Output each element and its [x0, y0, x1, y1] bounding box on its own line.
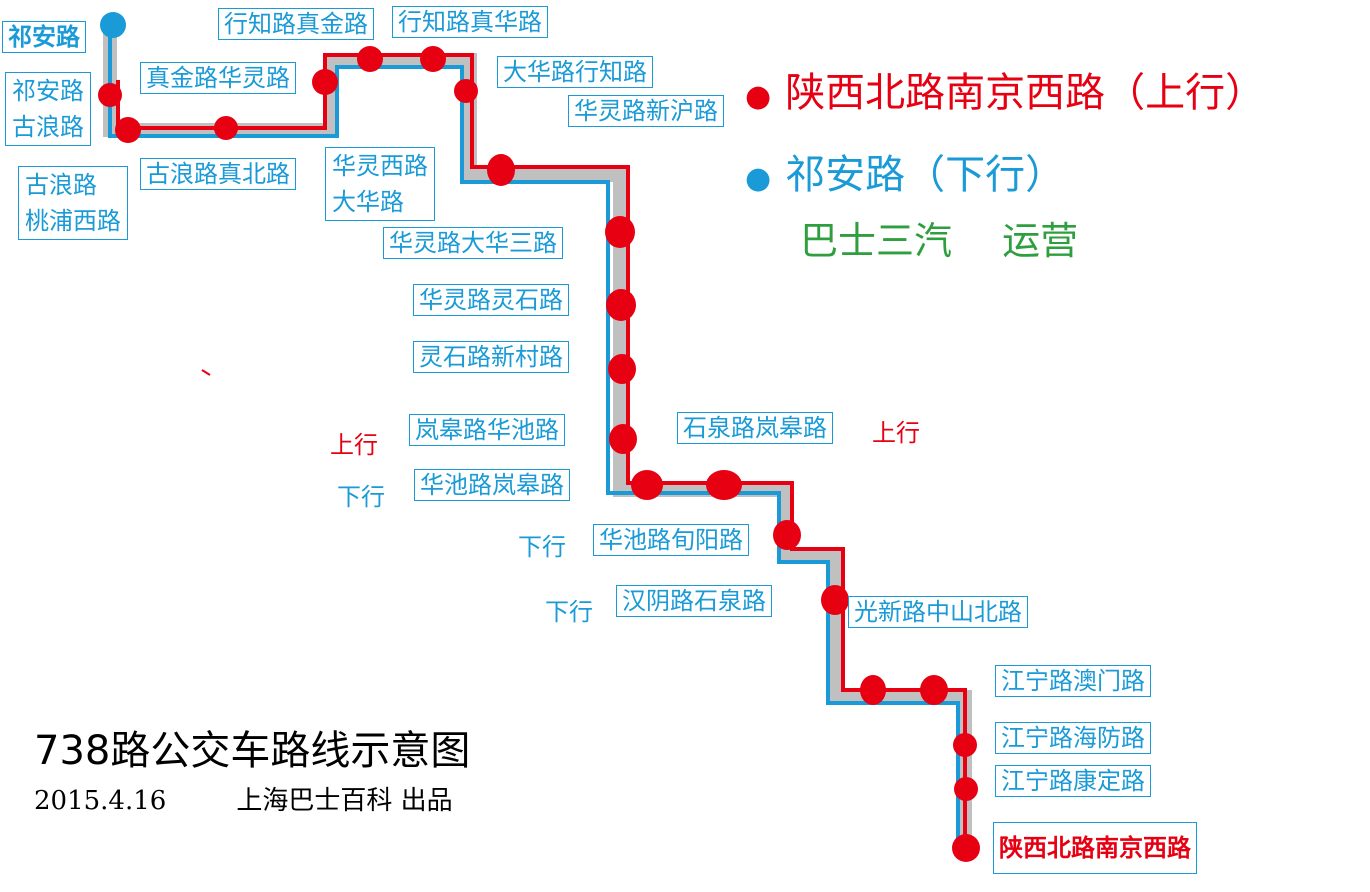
stop-label-line: 古浪路: [25, 171, 97, 199]
stop-marker: [606, 289, 636, 321]
operator-label: 巴士三汽 运营: [800, 219, 1079, 263]
stop-label: 汉阴路石泉路: [616, 585, 772, 617]
stop-marker: [420, 46, 446, 72]
stop-label: 古浪路 桃浦西路: [18, 166, 128, 240]
stop-label: 古浪路真北路: [140, 158, 296, 190]
legend-up-label: 陕西北路南京西路（上行）: [785, 70, 1266, 116]
map-title: 738路公交车路线示意图: [34, 728, 471, 774]
stop-label: 华池路岚皋路: [414, 469, 570, 501]
stop-marker: [920, 675, 948, 705]
stop-label: 华灵路新沪路: [568, 95, 724, 127]
stop-marker: [214, 116, 238, 140]
stop-marker: [954, 777, 978, 801]
legend-down-label: 祁安路（下行）: [785, 152, 1066, 198]
stop-label: 华灵西路 大华路: [325, 147, 435, 221]
stop-marker: [860, 675, 886, 705]
stop-label: 江宁路海防路: [995, 722, 1151, 754]
direction-mark-down: 下行: [337, 483, 385, 511]
stop-label: 祁安路 古浪路: [5, 72, 91, 146]
stop-label: 真金路华灵路: [140, 62, 296, 94]
stop-marker: [312, 69, 338, 95]
stop-marker: [953, 733, 977, 757]
legend-up: ● 陕西北路南京西路（上行）: [745, 60, 1265, 118]
map-credit: 2015.4.16 上海巴士百科 出品: [34, 780, 523, 817]
up-line: [116, 53, 967, 850]
stop-marker: [773, 520, 801, 550]
stop-marker: [608, 354, 636, 384]
stop-marker: [357, 46, 383, 72]
stop-marker: [952, 834, 980, 862]
stop-marker: [98, 83, 122, 107]
stop-label: 华池路旬阳路: [593, 524, 749, 556]
stop-label: 华灵路大华三路: [383, 227, 563, 259]
stop-label: 陕西北路南京西路: [993, 822, 1197, 874]
stop-label-line: 古浪路: [12, 113, 84, 141]
stop-label: 祁安路: [2, 21, 86, 53]
publish-date: 2015.4.16: [34, 786, 167, 816]
stop-marker: [115, 117, 141, 143]
stop-marker: [609, 424, 637, 454]
legend-down-bullet: ●: [745, 160, 772, 196]
stop-label: 光新路中山北路: [848, 596, 1028, 628]
stop-label: 石泉路岚皋路: [677, 412, 833, 444]
legend-down: ● 祁安路（下行）: [745, 142, 1065, 200]
down-line: [108, 25, 960, 850]
stop-label: 灵石路新村路: [413, 341, 569, 373]
stop-marker: [487, 154, 515, 186]
stop-label-line: 桃浦西路: [25, 207, 121, 235]
stop-label: 行知路真华路: [392, 6, 548, 38]
direction-mark-up: 上行: [872, 419, 920, 447]
direction-mark-down: 下行: [518, 533, 566, 561]
legend-up-bullet: ●: [745, 78, 772, 114]
stray-mark: [201, 369, 211, 376]
stop-marker: [605, 216, 635, 248]
stop-label: 江宁路澳门路: [995, 665, 1151, 697]
stop-label-line: 祁安路: [12, 77, 84, 105]
stop-label: 行知路真金路: [218, 8, 374, 40]
stop-label: 江宁路康定路: [995, 765, 1151, 797]
stop-label-line: 大华路: [332, 188, 404, 216]
route-shadow: [103, 25, 972, 850]
stop-label: 华灵路灵石路: [413, 284, 569, 316]
publisher: 上海巴士百科 出品: [236, 786, 453, 816]
direction-mark-down: 下行: [545, 598, 593, 626]
stop-marker: [706, 470, 742, 500]
stop-label-line: 华灵西路: [332, 152, 428, 180]
stop-marker: [821, 585, 849, 615]
stop-marker: [631, 470, 663, 500]
stop-label: 大华路行知路: [497, 56, 653, 88]
stop-marker-qi-an-lu: [100, 12, 126, 38]
stop-marker: [454, 79, 478, 103]
stop-label: 岚皋路华池路: [409, 414, 565, 446]
direction-mark-up: 上行: [330, 431, 378, 459]
